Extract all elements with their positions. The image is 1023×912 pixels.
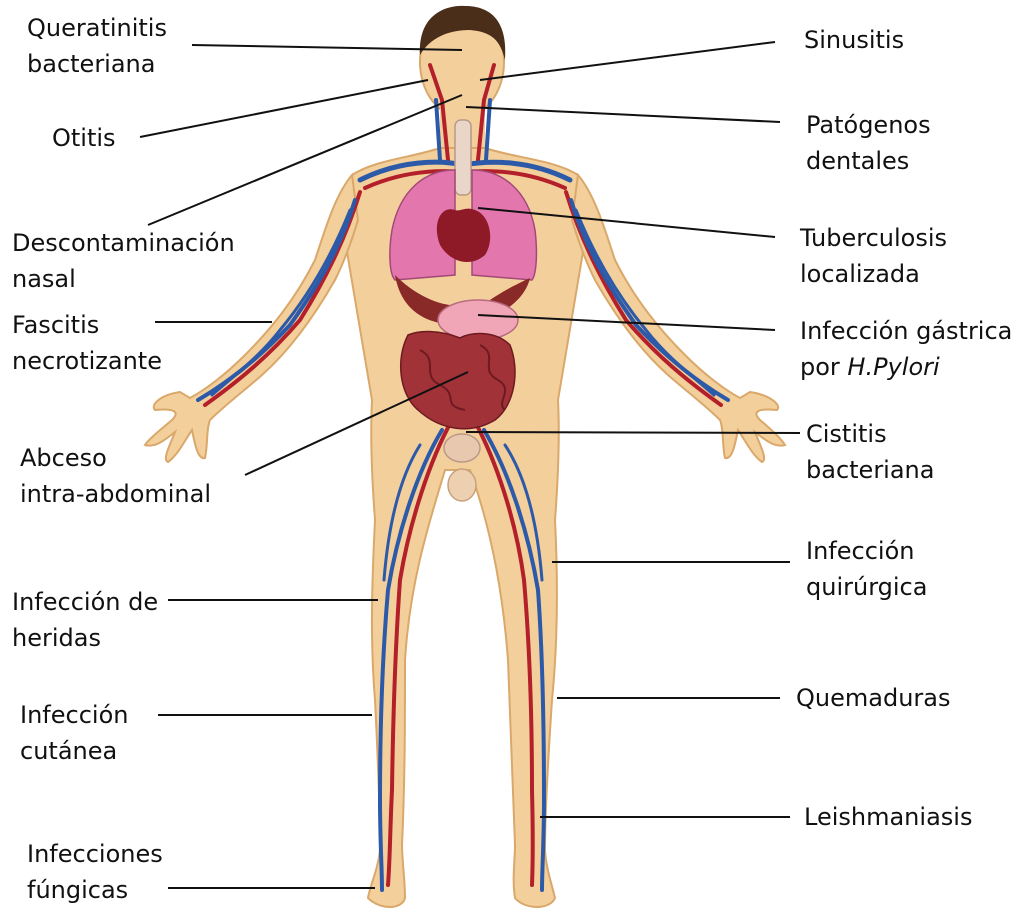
label-descontaminacion-line2: nasal xyxy=(12,261,235,297)
left-arm xyxy=(145,175,358,462)
trachea xyxy=(455,120,471,195)
right-arm xyxy=(572,175,785,462)
label-abceso-line1: Abceso xyxy=(20,440,211,476)
label-fungicas: Infecciones fúngicas xyxy=(27,836,163,908)
label-gastrica: Infección gástrica por H.Pylori xyxy=(800,313,1012,385)
leader-otitis xyxy=(140,80,428,137)
label-sinusitis: Sinusitis xyxy=(804,22,904,58)
label-cistitis: Cistitis bacteriana xyxy=(806,416,934,488)
label-fascitis: Fascitis necrotizante xyxy=(12,307,162,379)
label-cistitis-line2: bacteriana xyxy=(806,452,934,488)
label-queratitis-line2: bacteriana xyxy=(27,46,167,82)
label-gastrica-line2: por H.Pylori xyxy=(800,349,1012,385)
label-cistitis-line1: Cistitis xyxy=(806,416,934,452)
label-leishmaniasis-line1: Leishmaniasis xyxy=(804,799,972,835)
label-quirurgica-line1: Infección xyxy=(806,533,927,569)
genitals xyxy=(448,469,476,501)
label-cutanea-line2: cutánea xyxy=(20,733,128,769)
label-gastrica-line1: Infección gástrica xyxy=(800,313,1012,349)
label-descontaminacion: Descontaminación nasal xyxy=(12,225,235,297)
label-quemaduras-line1: Quemaduras xyxy=(796,680,950,716)
label-dentales: Patógenos dentales xyxy=(806,107,931,179)
label-fascitis-line1: Fascitis xyxy=(12,307,162,343)
label-queratitis: Queratinitis bacteriana xyxy=(27,10,167,82)
label-abceso-line2: intra-abdominal xyxy=(20,476,211,512)
label-otitis: Otitis xyxy=(52,120,116,156)
label-heridas-line2: heridas xyxy=(12,620,158,656)
label-abceso: Abceso intra-abdominal xyxy=(20,440,211,512)
label-gastrica-pathogen: H.Pylori xyxy=(847,353,939,381)
label-otitis-line1: Otitis xyxy=(52,120,116,156)
leader-dentales xyxy=(466,107,780,122)
label-quemaduras: Quemaduras xyxy=(796,680,950,716)
label-cutanea: Infección cutánea xyxy=(20,697,128,769)
label-fungicas-line2: fúngicas xyxy=(27,872,163,908)
label-leishmaniasis: Leishmaniasis xyxy=(804,799,972,835)
label-dentales-line1: Patógenos xyxy=(806,107,931,143)
label-fascitis-line2: necrotizante xyxy=(12,343,162,379)
label-tuberculosis-line2: localizada xyxy=(800,256,947,292)
label-heridas: Infección de heridas xyxy=(12,584,158,656)
label-quirurgica-line2: quirúrgica xyxy=(806,569,927,605)
leader-cistitis xyxy=(466,432,800,433)
label-cutanea-line1: Infección xyxy=(20,697,128,733)
leader-sinusitis xyxy=(480,42,775,80)
label-tuberculosis-line1: Tuberculosis xyxy=(800,220,947,256)
label-sinusitis-line1: Sinusitis xyxy=(804,22,904,58)
label-queratitis-line1: Queratinitis xyxy=(27,10,167,46)
label-fungicas-line1: Infecciones xyxy=(27,836,163,872)
label-gastrica-por: por xyxy=(800,353,847,381)
label-tuberculosis: Tuberculosis localizada xyxy=(800,220,947,292)
bladder xyxy=(444,434,480,462)
label-quirurgica: Infección quirúrgica xyxy=(806,533,927,605)
label-heridas-line1: Infección de xyxy=(12,584,158,620)
label-dentales-line2: dentales xyxy=(806,143,931,179)
label-descontaminacion-line1: Descontaminación xyxy=(12,225,235,261)
